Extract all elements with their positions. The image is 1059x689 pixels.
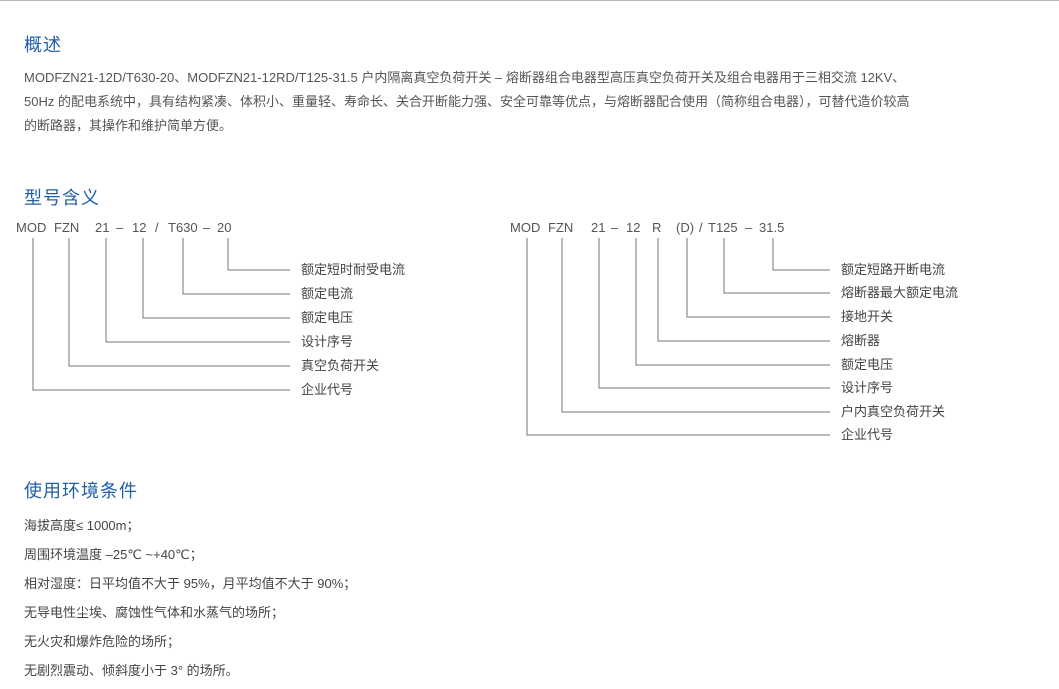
env-heading: 使用环境条件 xyxy=(24,481,138,501)
model-token: MOD xyxy=(16,220,47,235)
model-token: (D) xyxy=(676,220,695,235)
model-label: 额定短时耐受电流 xyxy=(301,262,406,277)
model-label: 额定电压 xyxy=(301,310,354,325)
top-divider xyxy=(0,0,1059,1)
model-label: 真空负荷开关 xyxy=(301,358,380,373)
model-token: R xyxy=(652,220,662,235)
model-token: – xyxy=(745,220,753,235)
model-label: 企业代号 xyxy=(301,382,354,397)
list-item: 无导电性尘埃、腐蚀性气体和水蒸气的场所； xyxy=(24,605,285,620)
model-label: 企业代号 xyxy=(841,427,894,442)
model-label: 设计序号 xyxy=(301,334,354,349)
model-token: – xyxy=(611,220,619,235)
model-token: FZN xyxy=(548,220,574,235)
model-label: 额定电压 xyxy=(841,357,894,372)
list-item: 海拔高度≤ 1000m； xyxy=(24,518,140,533)
model-token: 21 xyxy=(95,220,110,235)
model-token: 20 xyxy=(217,220,232,235)
model-token: / xyxy=(699,220,703,235)
model-label: 熔断器 xyxy=(841,333,881,348)
model-token: 12 xyxy=(132,220,147,235)
model-token: T125 xyxy=(708,220,738,235)
model-token: T630 xyxy=(168,220,198,235)
list-item: 周围环境温度 –25℃ ~+40℃； xyxy=(24,547,203,562)
model-token: FZN xyxy=(54,220,80,235)
model-label: 设计序号 xyxy=(841,380,894,395)
model-token: 12 xyxy=(626,220,641,235)
model-label: 额定短路开断电流 xyxy=(841,262,946,277)
model-label: 户内真空负荷开关 xyxy=(841,404,946,419)
model-token: / xyxy=(155,220,159,235)
list-item: 无剧烈震动、倾斜度小于 3° 的场所。 xyxy=(24,663,239,678)
overview-line: 50Hz 的配电系统中，具有结构紧凑、体积小、重量轻、寿命长、关合开断能力强、安… xyxy=(24,94,910,109)
overview-heading: 概述 xyxy=(24,35,62,55)
model-token: – xyxy=(116,220,124,235)
overview-text: MODFZN21-12D/T630-20、MODFZN21-12RD/T125-… xyxy=(24,66,1039,138)
model-token: 21 xyxy=(591,220,606,235)
overview-line: 的断路器，其操作和维护简单方便。 xyxy=(24,118,233,133)
env-conditions-list: 海拔高度≤ 1000m； 周围环境温度 –25℃ ~+40℃； 相对湿度：日平均… xyxy=(24,511,356,685)
model-heading: 型号含义 xyxy=(24,188,100,208)
model-label: 接地开关 xyxy=(841,309,894,324)
model-token: – xyxy=(203,220,211,235)
list-item: 相对湿度：日平均值不大于 95%，月平均值不大于 90%； xyxy=(24,576,357,591)
model-label: 熔断器最大额定电流 xyxy=(841,285,959,300)
list-item: 无火灾和爆炸危险的场所； xyxy=(24,634,181,649)
model-token: 31.5 xyxy=(759,220,785,235)
model-label: 额定电流 xyxy=(301,286,354,301)
model-token: MOD xyxy=(510,220,541,235)
overview-line: MODFZN21-12D/T630-20、MODFZN21-12RD/T125-… xyxy=(24,70,906,85)
